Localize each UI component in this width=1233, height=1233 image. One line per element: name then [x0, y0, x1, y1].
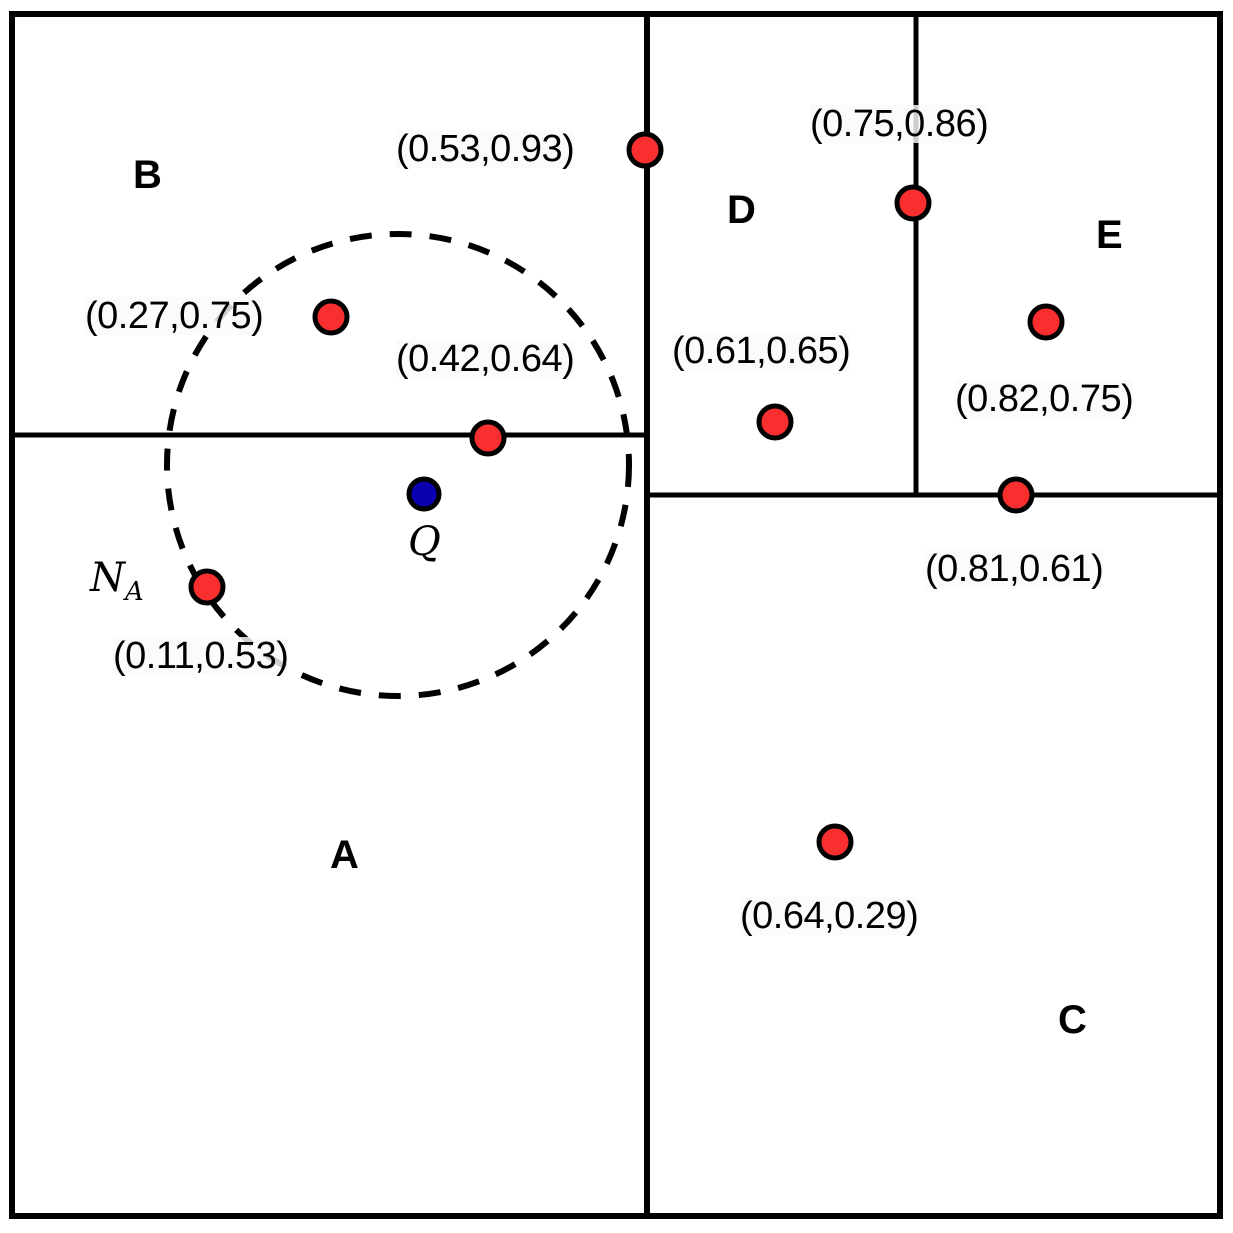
data-point-marker[interactable] — [626, 131, 664, 169]
outer-border — [9, 11, 1223, 1219]
search-circle-group — [164, 231, 632, 699]
region-label-d: D — [727, 188, 756, 232]
data-point-marker[interactable] — [997, 476, 1035, 514]
region-label-c: C — [1058, 998, 1087, 1042]
partition-lines-group — [9, 11, 1223, 1219]
point-label-0-81-0-61: (0.81,0.61) — [925, 548, 1104, 590]
data-point-marker[interactable] — [894, 184, 932, 222]
query-point-label: Q — [408, 519, 441, 565]
region-label-b: B — [133, 153, 162, 197]
nearest-neighbor-label-base: N — [90, 555, 125, 601]
data-points-group — [188, 131, 1065, 861]
point-label-0-11-0-53: (0.11,0.53) — [113, 635, 289, 677]
point-label-0-64-0-29: (0.64,0.29) — [740, 895, 919, 937]
data-point-marker[interactable] — [188, 568, 226, 606]
point-label-0-61-0-65: (0.61,0.65) — [672, 330, 851, 372]
region-label-a: A — [330, 833, 359, 877]
data-point-marker[interactable] — [312, 298, 350, 336]
data-point-marker[interactable] — [816, 823, 854, 861]
data-point-marker[interactable] — [756, 403, 794, 441]
query-point-marker[interactable] — [406, 476, 442, 512]
point-label-0-53-0-93: (0.53,0.93) — [396, 128, 575, 170]
point-label-0-75-0-86: (0.75,0.86) — [810, 103, 989, 145]
nearest-neighbor-label: NA — [90, 558, 144, 605]
search-radius-circle — [164, 231, 632, 699]
data-point-marker[interactable] — [469, 419, 507, 457]
point-label-0-42-0-64: (0.42,0.64) — [396, 338, 575, 380]
point-label-0-27-0-75: (0.27,0.75) — [85, 295, 264, 337]
region-label-e: E — [1096, 213, 1123, 257]
nearest-neighbor-label-subscript: A — [125, 577, 144, 607]
data-point-marker[interactable] — [1027, 303, 1065, 341]
point-label-0-82-0-75: (0.82,0.75) — [955, 378, 1134, 420]
